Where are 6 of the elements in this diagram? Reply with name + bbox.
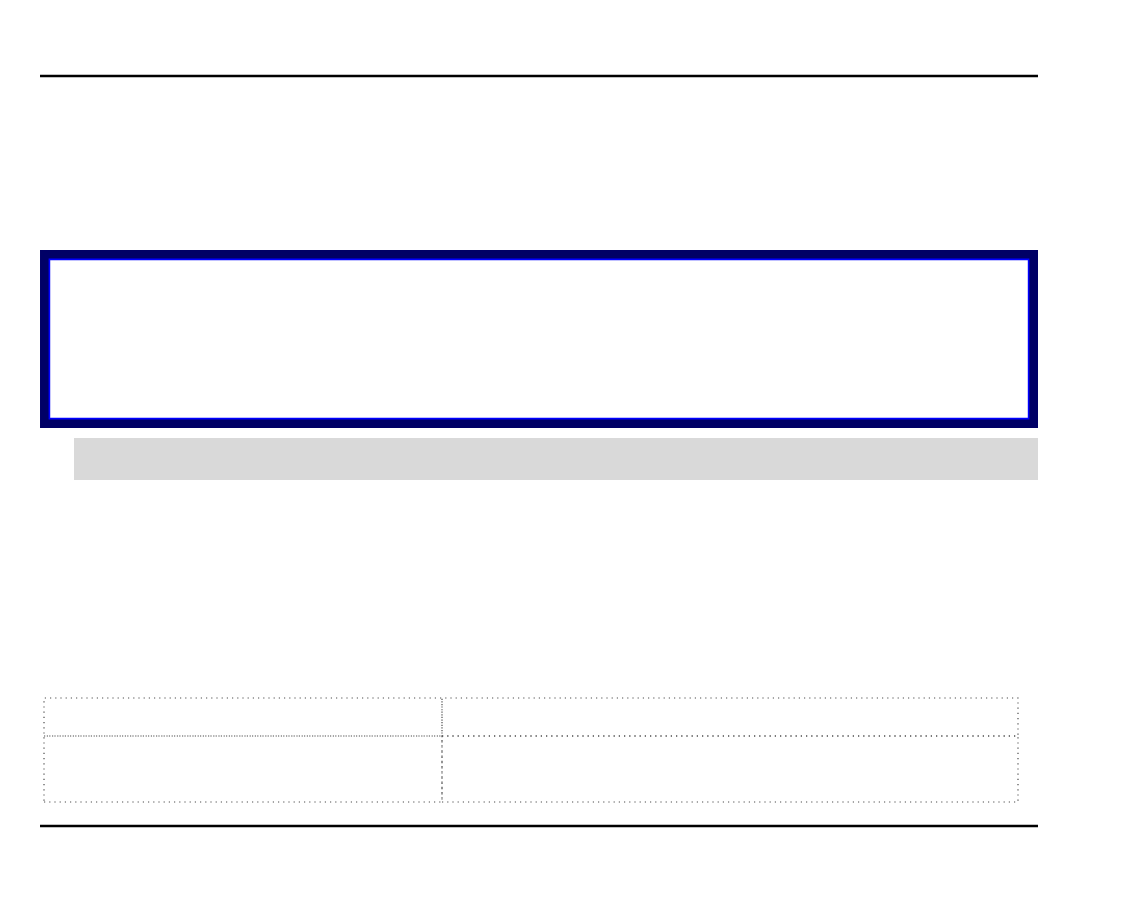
framed-box bbox=[40, 250, 1038, 428]
table-cell bbox=[441, 735, 1019, 803]
table-cell bbox=[441, 697, 1019, 737]
table-cell bbox=[43, 735, 443, 803]
table-cell bbox=[43, 697, 443, 737]
shaded-bar bbox=[74, 438, 1038, 480]
